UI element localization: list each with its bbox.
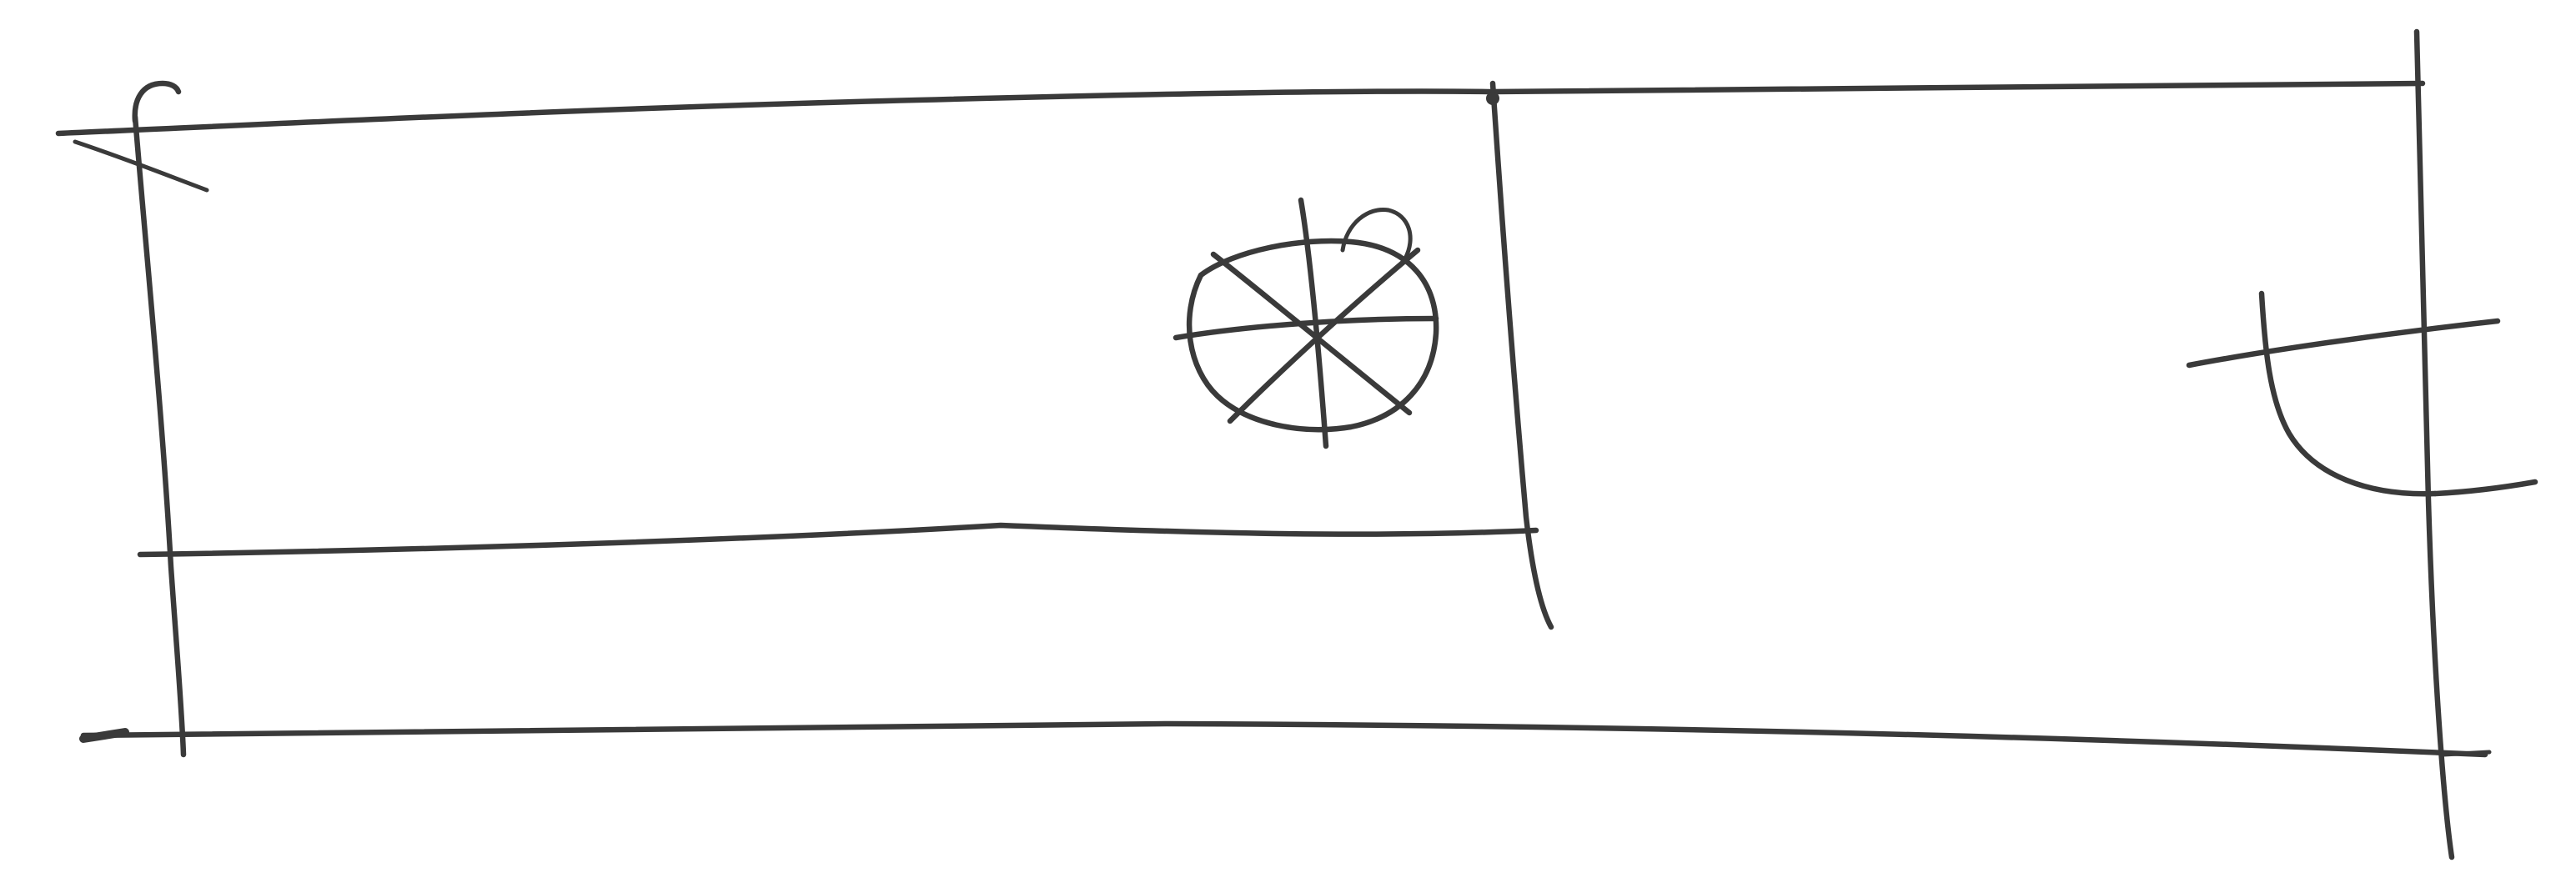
cross-hook-tail [2435,482,2535,494]
wheel-curl [1343,209,1410,258]
wheel-symbol [1176,200,1436,446]
cross-hook-horizontal-stroke [2189,321,2498,365]
outer-frame-right-line [2417,32,2452,857]
outer-frame-left-line [135,117,183,755]
outer-frame-top-line [58,83,2423,133]
panel-divider-top-dot [1486,92,1499,105]
outer-frame-bottom-line [83,724,2485,755]
outer-frame-bottom-right-tick [2443,752,2489,755]
left-upper-panel-bottom-line [140,525,1536,554]
corner-hook [135,83,178,121]
cross-hook-symbol [2189,294,2535,494]
cross-hook-vertical-curve [2262,294,2435,494]
panel-divider-vertical-line [1493,83,1551,627]
